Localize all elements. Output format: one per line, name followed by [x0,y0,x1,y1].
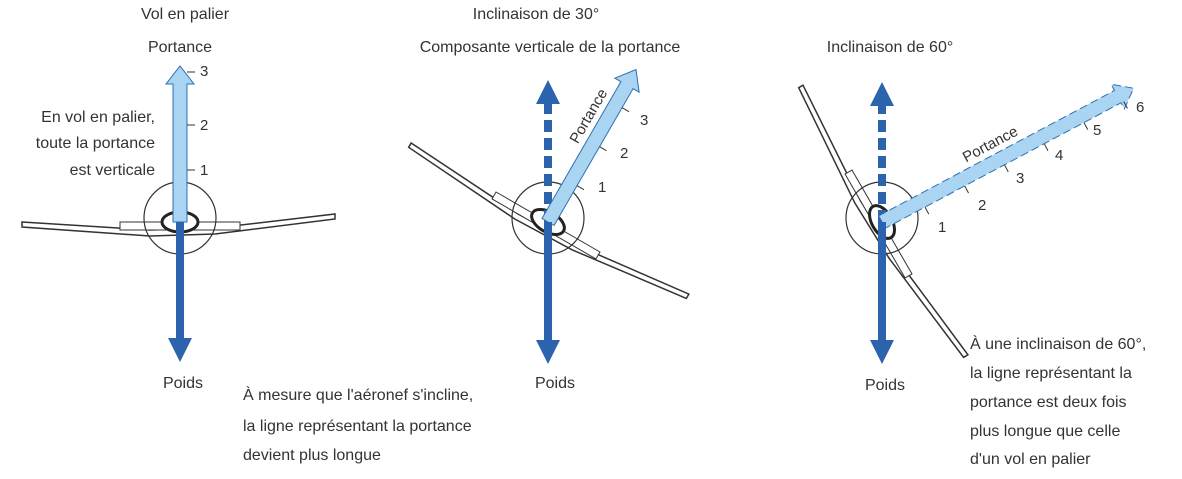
lift-label: Portance [148,39,212,56]
weight-label: Poids [535,375,575,392]
tick-label: 1 [200,162,208,179]
panel-level-flight: Vol en palier Portance 1 2 3 En vol en p… [21,6,336,392]
note-line: est verticale [70,162,155,179]
tick-label: 4 [1055,147,1063,164]
panel-title: Vol en palier [141,6,230,23]
panel-subtitle: Composante verticale de la portance [420,39,681,56]
tick-label: 5 [1093,122,1101,139]
panel-title: Inclinaison de 60° [827,39,953,56]
lift-arrow [164,65,196,223]
note-line: À mesure que l'aéronef s'incline, [243,385,473,404]
tick-label: 3 [200,63,208,80]
tick-label: 6 [1136,99,1144,116]
tick-label: 3 [1016,170,1024,187]
note-line: d'un vol en palier [970,451,1091,468]
panel-bank-30: Inclinaison de 30° Composante verticale … [243,6,690,464]
note-line: la ligne représentant la portance [243,418,472,435]
tick-label: 1 [598,179,606,196]
panel-title: Inclinaison de 30° [473,6,599,23]
tick-label: 2 [978,197,986,214]
note-line: plus longue que celle [970,423,1120,440]
tick-label: 2 [620,145,628,162]
note-line: À une inclinaison de 60°, [970,334,1146,353]
weight-label: Poids [163,375,203,392]
note-line: En vol en palier, [41,109,155,126]
weight-label: Poids [865,377,905,394]
note-line: toute la portance [36,135,155,152]
tick-label: 1 [938,219,946,236]
panel-bank-60: Inclinaison de 60° Portance 1 2 3 4 5 6 … [797,39,1146,468]
tick-label: 3 [640,112,648,129]
note-line: portance est deux fois [970,394,1127,411]
note-line: devient plus longue [243,447,381,464]
note-line: la ligne représentant la [970,365,1132,382]
tick-label: 2 [200,117,208,134]
lift-arrow: Portance [878,83,1135,229]
